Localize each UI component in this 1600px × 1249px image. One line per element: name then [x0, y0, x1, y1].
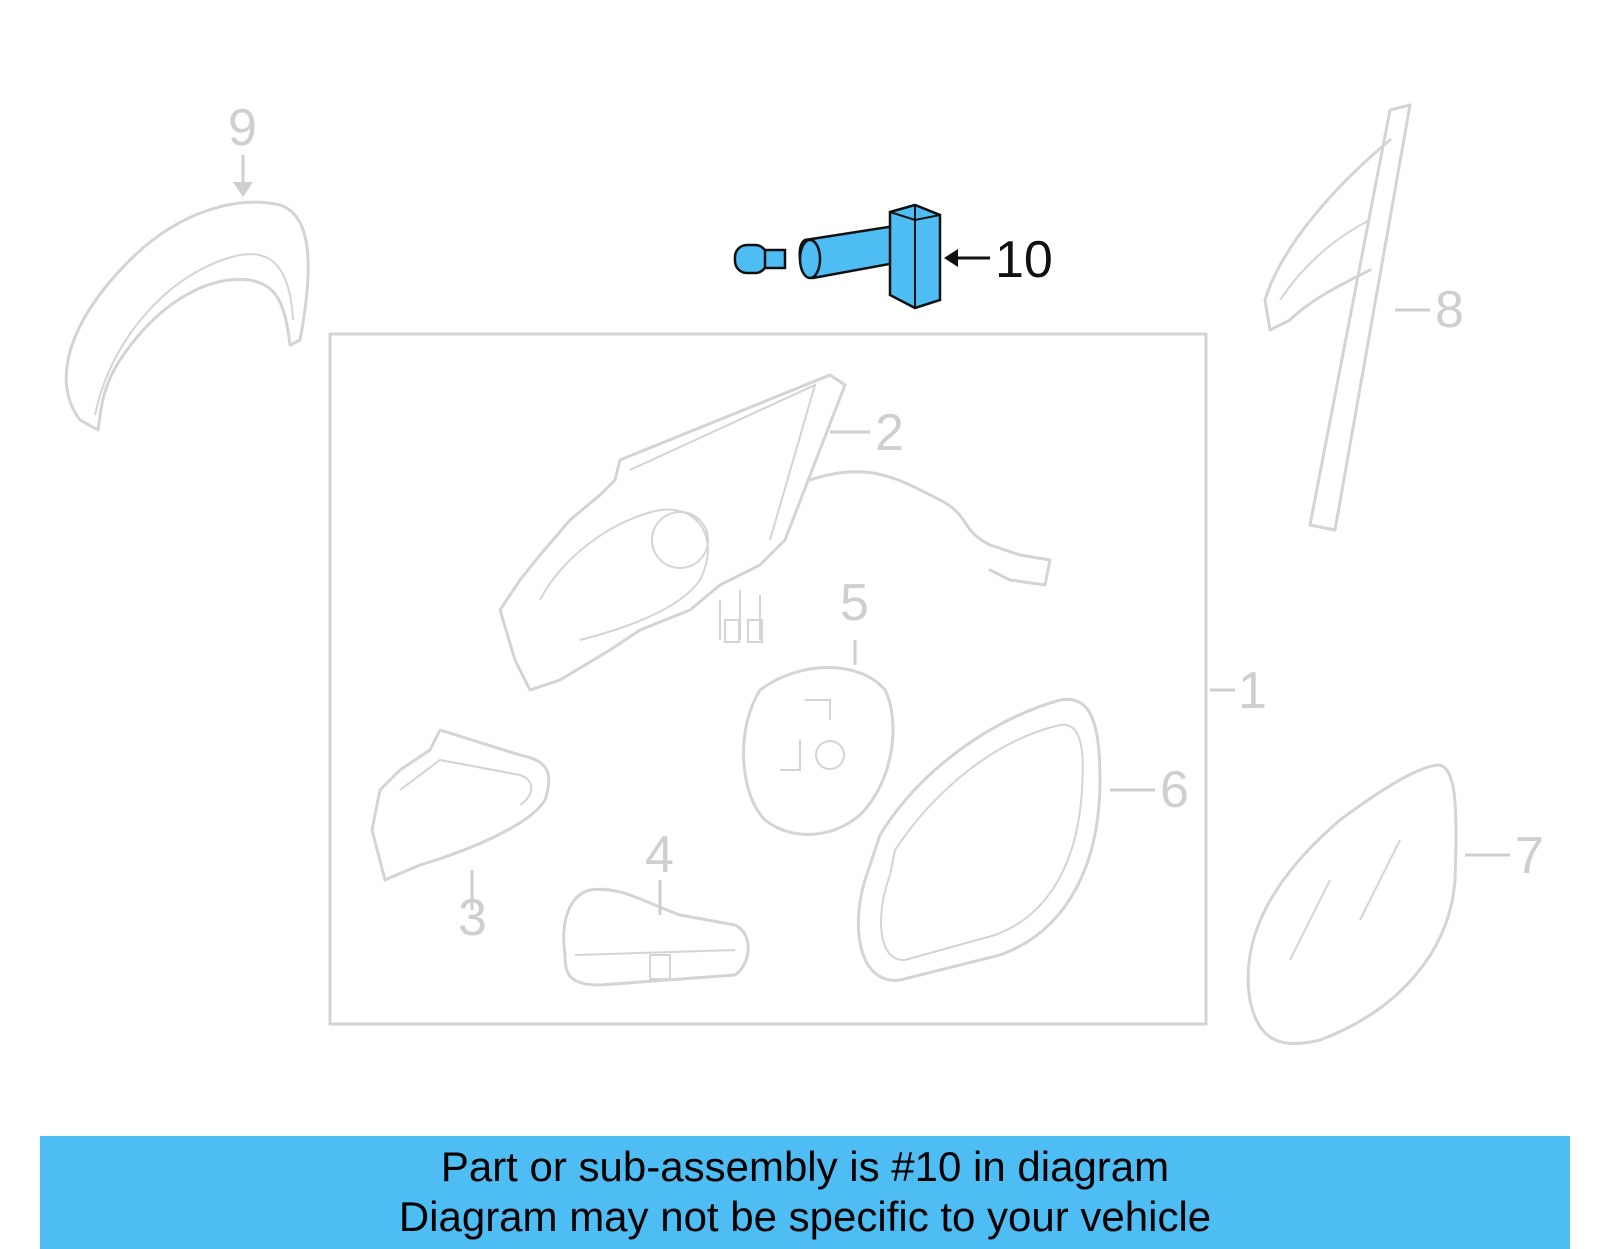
parts-diagram: 1 2 3 4 5 6 7 8 9 10 [64, 99, 1544, 1046]
callout-1: 1 [1238, 662, 1267, 720]
banner-line-2: Diagram may not be specific to your vehi… [398, 1193, 1212, 1240]
part-4-lamp[interactable] [562, 887, 750, 987]
part-10-highlighted[interactable] [733, 203, 942, 310]
callout-3: 3 [458, 889, 487, 947]
part-8-seal[interactable] [1263, 103, 1412, 532]
part-3-lower-cover[interactable] [370, 728, 551, 882]
part-9-cover[interactable] [64, 200, 310, 432]
part-7-glass[interactable] [1246, 763, 1458, 1046]
assembly-box [328, 332, 1208, 1026]
part-2-mirror-base[interactable] [498, 373, 1052, 692]
callout-5: 5 [840, 574, 869, 632]
part-6-frame[interactable] [856, 697, 1102, 982]
leader-lines [233, 155, 1510, 915]
callout-2: 2 [875, 404, 904, 462]
banner-line-1: Part or sub-assembly is #10 in diagram [440, 1143, 1170, 1190]
callout-6: 6 [1160, 761, 1189, 819]
callout-7: 7 [1515, 827, 1544, 885]
part-5-actuator[interactable] [742, 666, 895, 836]
info-banner: Part or sub-assembly is #10 in diagram D… [40, 1136, 1570, 1249]
callout-10: 10 [995, 231, 1053, 289]
callout-4: 4 [645, 826, 674, 884]
callout-8: 8 [1435, 281, 1464, 339]
callout-9: 9 [228, 99, 257, 157]
